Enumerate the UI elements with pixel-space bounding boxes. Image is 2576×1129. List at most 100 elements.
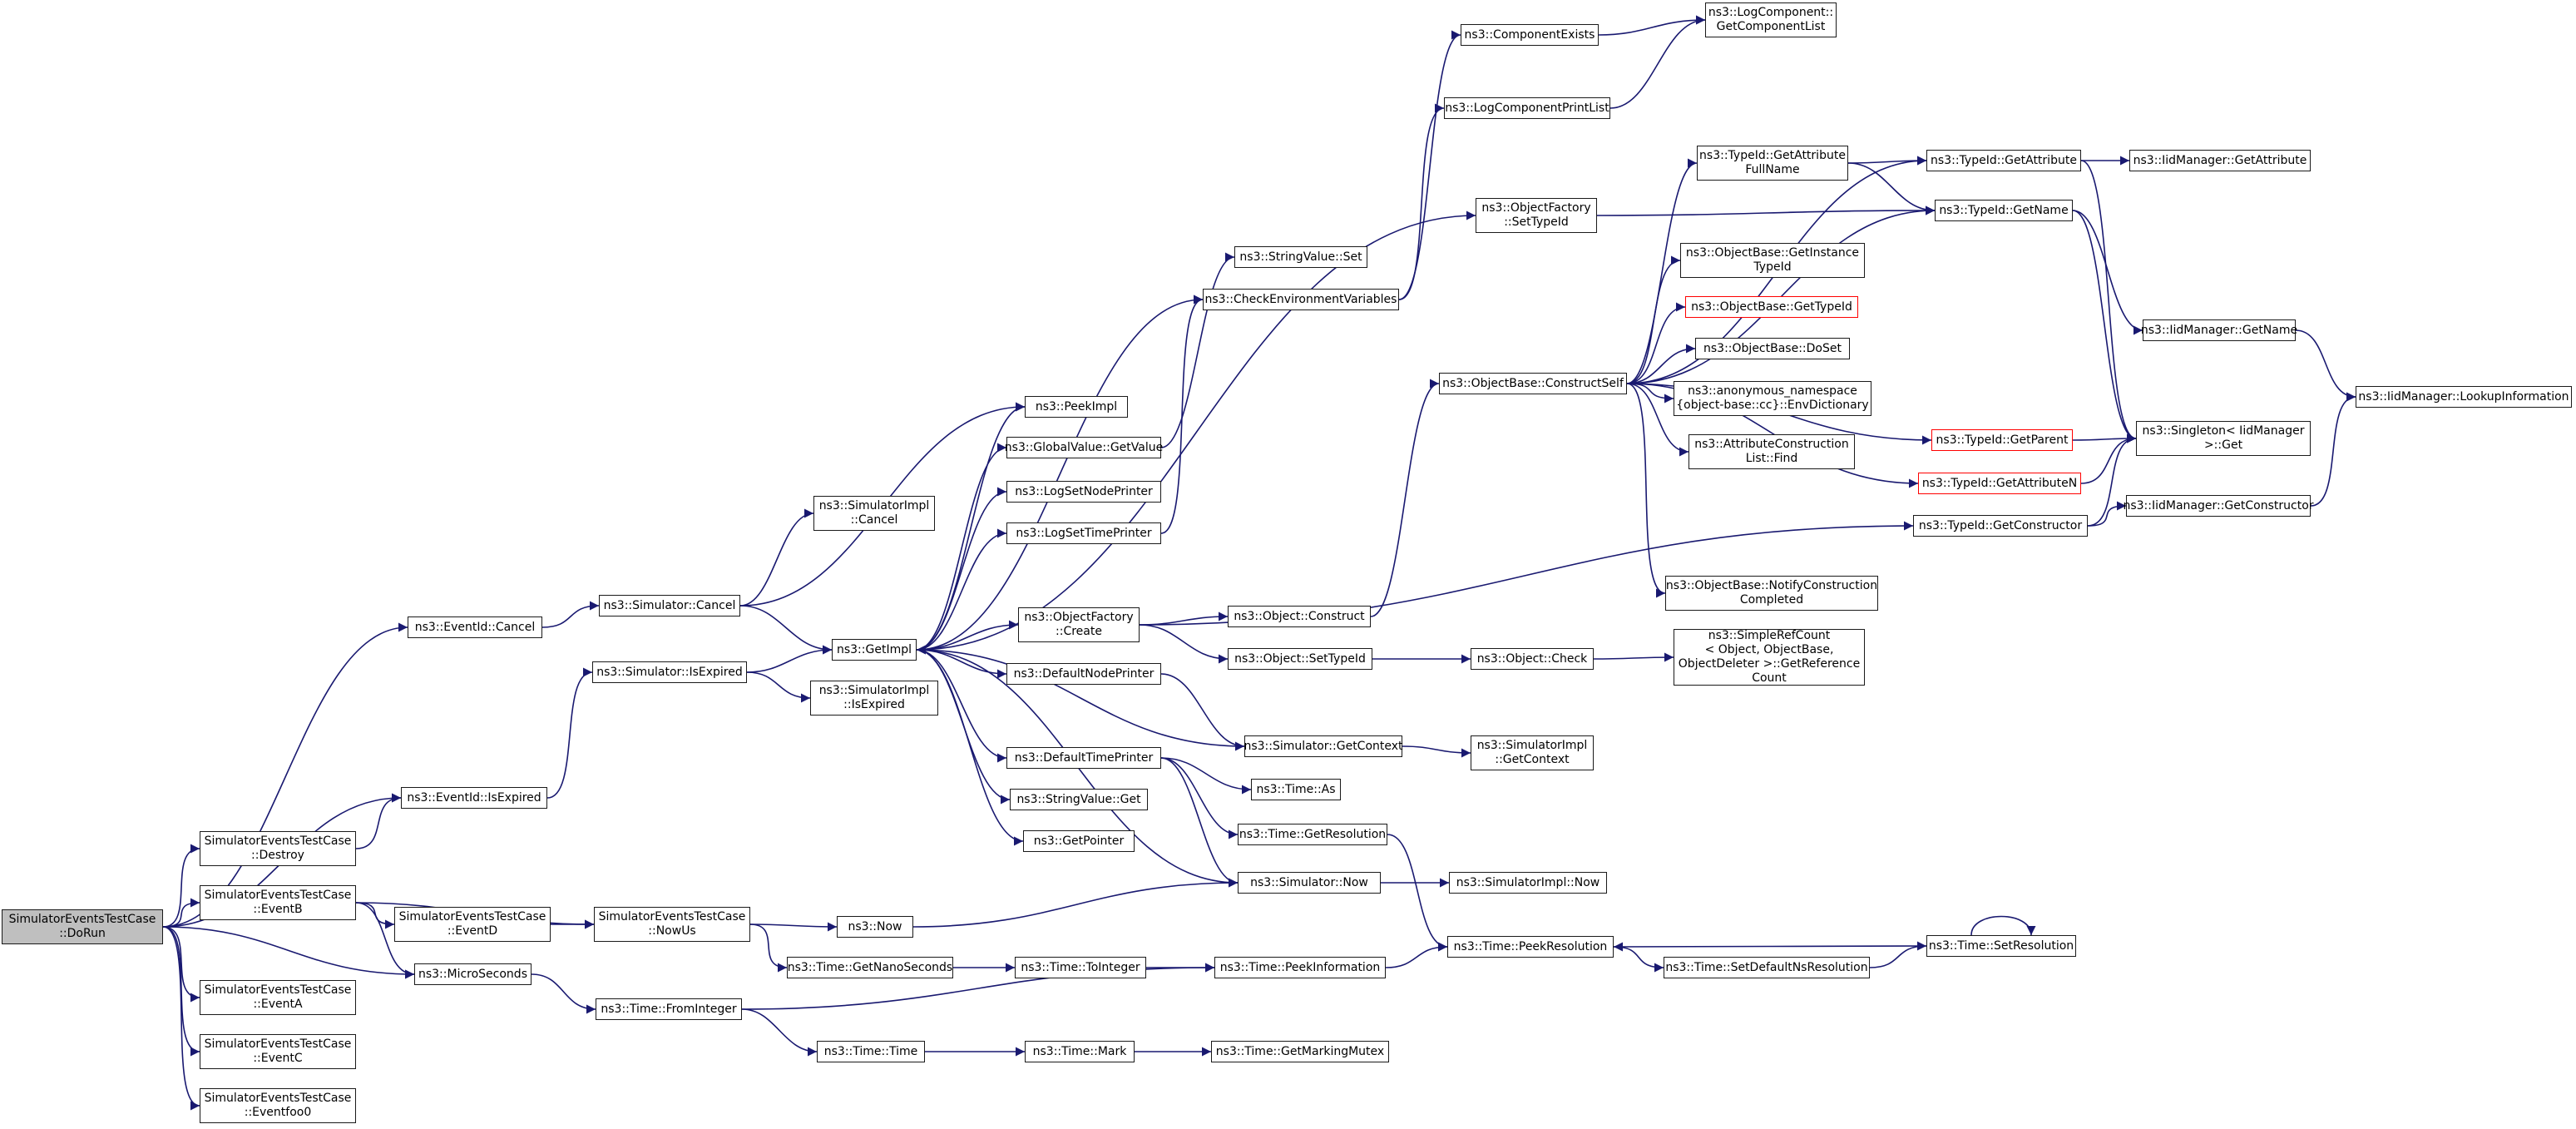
node-log-set-time-printer[interactable]: ns3::LogSetTimePrinter [1006, 522, 1161, 544]
node-label-line: ns3::TypeId::GetAttribute [1931, 153, 2077, 167]
call-edge [1139, 624, 1229, 664]
node-obj-factory-set-type-id[interactable]: ns3::ObjectFactory::SetTypeId [1476, 198, 1597, 233]
node-obj-base-get-type-id[interactable]: ns3::ObjectBase::GetTypeId [1685, 296, 1858, 318]
node-event-b[interactable]: SimulatorEventsTestCase::EventB [200, 885, 356, 920]
node-type-id-get-attribute-n[interactable]: ns3::TypeId::GetAttributeN [1918, 473, 2081, 494]
node-label-line: SimulatorEventsTestCase [204, 983, 352, 997]
node-impl-cancel[interactable]: ns3::SimulatorImpl::Cancel [813, 496, 935, 531]
node-type-id-get-constructor[interactable]: ns3::TypeId::GetConstructor [1913, 515, 2088, 537]
node-event-c[interactable]: SimulatorEventsTestCase::EventC [200, 1034, 356, 1069]
node-do-run[interactable]: SimulatorEventsTestCase::DoRun [2, 909, 163, 944]
node-component-exists[interactable]: ns3::ComponentExists [1461, 24, 1599, 46]
node-event-id-cancel[interactable]: ns3::EventId::Cancel [408, 616, 542, 638]
node-iid-get-attribute[interactable]: ns3::IidManager::GetAttribute [2129, 150, 2311, 171]
node-sim-is-expired[interactable]: ns3::Simulator::IsExpired [592, 661, 747, 683]
node-construct-self[interactable]: ns3::ObjectBase::ConstructSelf [1439, 373, 1627, 394]
node-type-id-get-parent[interactable]: ns3::TypeId::GetParent [1931, 429, 2073, 451]
call-edge [1598, 15, 1706, 36]
node-iid-get-constructor[interactable]: ns3::IidManager::GetConstructor [2123, 495, 2314, 517]
node-sim-now[interactable]: ns3::Simulator::Now [1238, 872, 1381, 894]
node-type-id-get-name[interactable]: ns3::TypeId::GetName [1935, 200, 2073, 221]
node-label-line: TypeId [1753, 260, 1792, 274]
call-edge [1387, 834, 1448, 952]
call-edge [1402, 745, 1471, 758]
node-peek-impl[interactable]: ns3::PeekImpl [1025, 396, 1128, 418]
node-label-line: ns3::Time::PeekResolution [1453, 939, 1608, 953]
call-edge [916, 645, 1245, 747]
node-object-check[interactable]: ns3::Object::Check [1471, 648, 1594, 670]
node-now-us[interactable]: SimulatorEventsTestCase::NowUs [594, 907, 750, 942]
call-edge [355, 902, 415, 979]
node-label-line: >::Get [2203, 438, 2243, 452]
node-iid-get-name[interactable]: ns3::IidManager::GetName [2141, 319, 2297, 341]
node-peek-resolution[interactable]: ns3::Time::PeekResolution [1447, 936, 1614, 958]
node-to-integer[interactable]: ns3::Time::ToInteger [1015, 957, 1146, 978]
node-object-construct[interactable]: ns3::Object::Construct [1228, 606, 1371, 627]
node-get-resolution[interactable]: ns3::Time::GetResolution [1238, 824, 1387, 845]
call-edge [546, 667, 593, 799]
node-type-id-get-attribute[interactable]: ns3::TypeId::GetAttribute [1926, 150, 2081, 171]
node-label-line: ns3::EventId::IsExpired [407, 790, 541, 805]
node-peek-information[interactable]: ns3::Time::PeekInformation [1214, 957, 1386, 978]
call-edge [162, 844, 200, 928]
node-default-node-printer[interactable]: ns3::DefaultNodePrinter [1006, 663, 1161, 685]
node-label-line: ns3::Simulator::Now [1250, 875, 1368, 889]
node-log-set-node-printer[interactable]: ns3::LogSetNodePrinter [1006, 481, 1161, 503]
node-obj-factory-create[interactable]: ns3::ObjectFactory::Create [1018, 607, 1140, 642]
node-simple-ref-count[interactable]: ns3::SimpleRefCount< Object, ObjectBase,… [1674, 629, 1865, 686]
node-from-integer[interactable]: ns3::Time::FromInteger [596, 998, 742, 1020]
node-get-nano-seconds[interactable]: ns3::Time::GetNanoSeconds [787, 957, 953, 978]
node-label-line: ns3::IidManager::LookupInformation [2358, 389, 2569, 404]
node-obj-base-do-set[interactable]: ns3::ObjectBase::DoSet [1695, 338, 1850, 359]
node-get-pointer[interactable]: ns3::GetPointer [1023, 830, 1135, 852]
node-label-line: ::EventA [253, 998, 303, 1011]
node-global-value-get[interactable]: ns3::GlobalValue::GetValue [1005, 437, 1163, 458]
node-time-set-resolution[interactable]: ns3::Time::SetResolution [1926, 935, 2076, 957]
node-now[interactable]: ns3::Now [837, 916, 913, 938]
node-label-line: SimulatorEventsTestCase [8, 913, 156, 926]
node-impl-now[interactable]: ns3::SimulatorImpl::Now [1449, 872, 1607, 894]
call-edge [162, 926, 200, 1057]
node-impl-is-expired[interactable]: ns3::SimulatorImpl::IsExpired [810, 681, 938, 716]
node-event-d[interactable]: SimulatorEventsTestCase::EventD [394, 907, 551, 942]
node-label-line: ns3::ComponentExists [1464, 27, 1595, 42]
node-string-value-get[interactable]: ns3::StringValue::Get [1010, 789, 1148, 810]
call-edge [1160, 673, 1245, 751]
node-label-line: ns3::ObjectBase::NotifyConstruction [1665, 579, 1878, 592]
call-edge [1626, 255, 1681, 384]
node-impl-get-context[interactable]: ns3::SimulatorImpl::GetContext [1471, 735, 1594, 770]
node-sim-cancel[interactable]: ns3::Simulator::Cancel [599, 595, 740, 616]
node-label-line: ns3::TypeId::GetAttribute [1699, 149, 1846, 162]
node-log-component-print-list[interactable]: ns3::LogComponentPrintList [1444, 97, 1610, 119]
node-string-value-set[interactable]: ns3::StringValue::Set [1234, 246, 1367, 268]
node-label-line: ::Cancel [850, 513, 898, 527]
node-label-line: ns3::DefaultNodePrinter [1013, 666, 1155, 681]
node-time-as[interactable]: ns3::Time::As [1251, 779, 1341, 800]
node-log-component-get-list[interactable]: ns3::LogComponent::GetComponentList [1705, 2, 1837, 37]
node-get-impl[interactable]: ns3::GetImpl [832, 639, 917, 661]
node-time-mark[interactable]: ns3::Time::Mark [1025, 1041, 1135, 1062]
node-event-a[interactable]: SimulatorEventsTestCase::EventA [200, 980, 356, 1015]
call-edge [739, 508, 814, 607]
node-object-set-type-id[interactable]: ns3::Object::SetTypeId [1228, 648, 1372, 670]
call-edge [1160, 757, 1239, 839]
node-check-env-vars[interactable]: ns3::CheckEnvironmentVariables [1203, 289, 1399, 310]
node-eventfoo0[interactable]: SimulatorEventsTestCase::Eventfoo0 [200, 1088, 356, 1123]
node-destroy[interactable]: SimulatorEventsTestCase::Destroy [200, 831, 356, 866]
node-time-time[interactable]: ns3::Time::Time [817, 1041, 925, 1062]
node-micro-seconds[interactable]: ns3::MicroSeconds [414, 963, 532, 985]
node-default-time-printer[interactable]: ns3::DefaultTimePrinter [1006, 747, 1161, 769]
node-sim-get-context[interactable]: ns3::Simulator::GetContext [1244, 735, 1403, 757]
node-singleton-get[interactable]: ns3::Singleton< IidManager>::Get [2136, 421, 2311, 456]
node-event-id-is-expired[interactable]: ns3::EventId::IsExpired [401, 787, 547, 809]
node-iid-lookup-information[interactable]: ns3::IidManager::LookupInformation [2356, 386, 2572, 408]
node-label-line: ns3::ObjectBase::DoSet [1703, 341, 1842, 355]
node-get-marking-mutex[interactable]: ns3::Time::GetMarkingMutex [1211, 1041, 1389, 1062]
node-env-dictionary[interactable]: ns3::anonymous_namespace{object-base::cc… [1674, 381, 1871, 416]
node-label-line: SimulatorEventsTestCase [598, 910, 746, 924]
node-set-default-ns-resolution[interactable]: ns3::Time::SetDefaultNsResolution [1664, 957, 1870, 978]
